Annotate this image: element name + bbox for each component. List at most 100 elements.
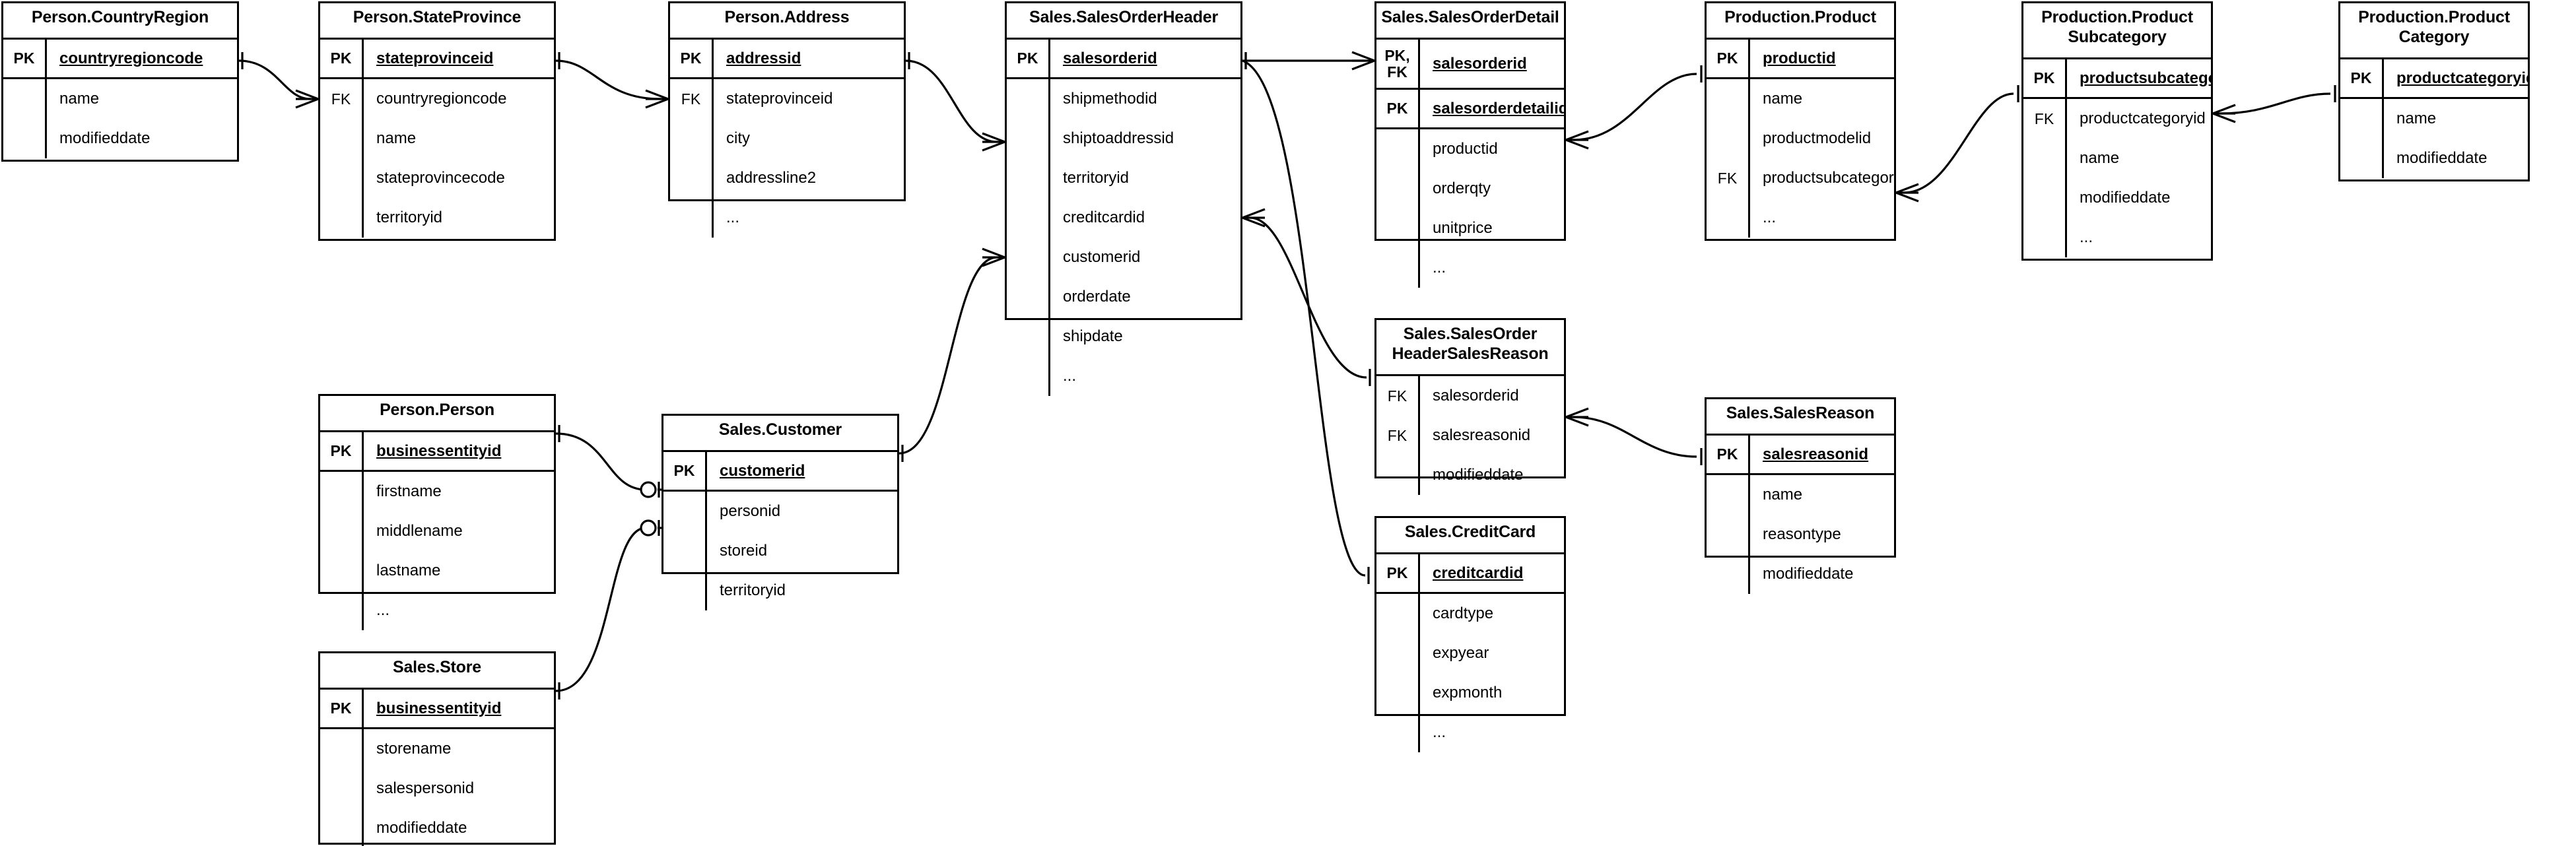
- attribute-row: modifieddate: [2023, 178, 2211, 218]
- attribute-row: city: [670, 119, 904, 158]
- attribute-key-badge: FK: [1376, 376, 1420, 416]
- attribute-name: modifieddate: [1433, 466, 1524, 484]
- attribute-row: productmodelid: [1707, 119, 1894, 158]
- edge-salesorderheadersalesreason-salesreason: [1565, 407, 1703, 465]
- key-badge: PK: [1376, 90, 1420, 127]
- attribute-key-badge: [1707, 119, 1750, 158]
- key-badge: PK, FK: [1376, 40, 1420, 88]
- attribute-name: addressline2: [726, 169, 817, 187]
- entity-title: Sales.SalesOrder HeaderSalesReason: [1376, 320, 1564, 376]
- attribute-key-badge: [3, 79, 47, 119]
- key-field-name: stateprovinceid: [376, 49, 494, 67]
- attribute-name: productsubcategoryid: [1763, 169, 1894, 187]
- attribute-name: countryregioncode: [376, 90, 507, 108]
- entity-title: Production.Product Category: [2340, 3, 2528, 59]
- attribute-row: creditcardid: [1007, 198, 1240, 238]
- attribute-name: city: [726, 129, 750, 147]
- attribute-row: ...: [670, 198, 904, 238]
- attribute-name: expmonth: [1433, 684, 1503, 701]
- attribute-key-badge: [320, 472, 364, 511]
- attribute-row: lastname: [320, 551, 554, 591]
- attribute-name: orderqty: [1433, 179, 1491, 197]
- attribute-name: modifieddate: [2080, 189, 2171, 207]
- attribute-key-badge: [1376, 594, 1420, 634]
- attribute-row: unitprice: [1376, 209, 1564, 248]
- attribute-row: expmonth: [1376, 673, 1564, 713]
- attribute-row: addressline2: [670, 158, 904, 198]
- attribute-key-badge: [320, 119, 364, 158]
- attribute-key-badge: [1007, 277, 1050, 317]
- key-field-name: productid: [1763, 49, 1836, 67]
- attribute-key-badge: [1707, 475, 1750, 515]
- key-field-name: salesorderid: [1433, 54, 1527, 73]
- attribute-key-badge: [1376, 673, 1420, 713]
- attribute-row: name: [2340, 99, 2528, 139]
- entity-title: Person.Person: [320, 396, 554, 432]
- attribute-key-badge: [670, 158, 714, 198]
- key-badge: PK: [2023, 59, 2067, 97]
- attribute-key-badge: [320, 769, 364, 808]
- attribute-key-badge: [1007, 158, 1050, 198]
- edge-countryregion-stateprovince: [238, 52, 319, 109]
- attribute-name: name: [2080, 149, 2120, 167]
- edge-productsubcategory-productcategory: [2212, 85, 2336, 123]
- attribute-row: productid: [1376, 129, 1564, 169]
- attribute-key-badge: [1007, 119, 1050, 158]
- attribute-name: reasontype: [1763, 525, 1841, 543]
- attribute-key-badge: [320, 591, 364, 630]
- attribute-row: firstname: [320, 472, 554, 511]
- attribute-key-badge: [1007, 79, 1050, 119]
- key-row: PK stateprovinceid: [320, 40, 554, 79]
- attribute-name: creditcardid: [1063, 209, 1145, 226]
- edge-product-productsubcategory: [1895, 85, 2019, 203]
- attribute-name: modifieddate: [2396, 149, 2488, 167]
- attribute-name: modifieddate: [59, 129, 151, 147]
- attribute-name: salesreasonid: [1433, 426, 1531, 444]
- key-badge: PK: [320, 40, 364, 77]
- edge-person-customer: [555, 425, 661, 498]
- attribute-key-badge: [2340, 139, 2384, 178]
- attribute-name: shipdate: [1063, 327, 1123, 345]
- attribute-name: territoryid: [720, 581, 786, 599]
- attribute-name: firstname: [376, 482, 442, 500]
- attribute-key-badge: [663, 492, 707, 531]
- attribute-row: modifieddate: [3, 119, 237, 158]
- attribute-name: ...: [1063, 367, 1077, 385]
- attribute-name: name: [59, 90, 100, 108]
- attribute-row: salespersonid: [320, 769, 554, 808]
- attribute-name: territoryid: [1063, 169, 1130, 187]
- attribute-row: FKproductsubcategoryid: [1707, 158, 1894, 198]
- attribute-key-badge: [1376, 455, 1420, 495]
- entity-title: Sales.CreditCard: [1376, 518, 1564, 554]
- attribute-list: name modifieddate: [2340, 99, 2528, 178]
- attribute-name: stateprovinceid: [726, 90, 833, 108]
- attribute-name: productmodelid: [1763, 129, 1872, 147]
- attribute-key-badge: [320, 158, 364, 198]
- attribute-row: ...: [320, 591, 554, 630]
- attribute-key-badge: [663, 571, 707, 610]
- attribute-key-badge: [1707, 79, 1750, 119]
- entity-title: Production.Product Subcategory: [2023, 3, 2211, 59]
- edge-salesorderheadersalesreason-salesorderheader: [1242, 208, 1371, 386]
